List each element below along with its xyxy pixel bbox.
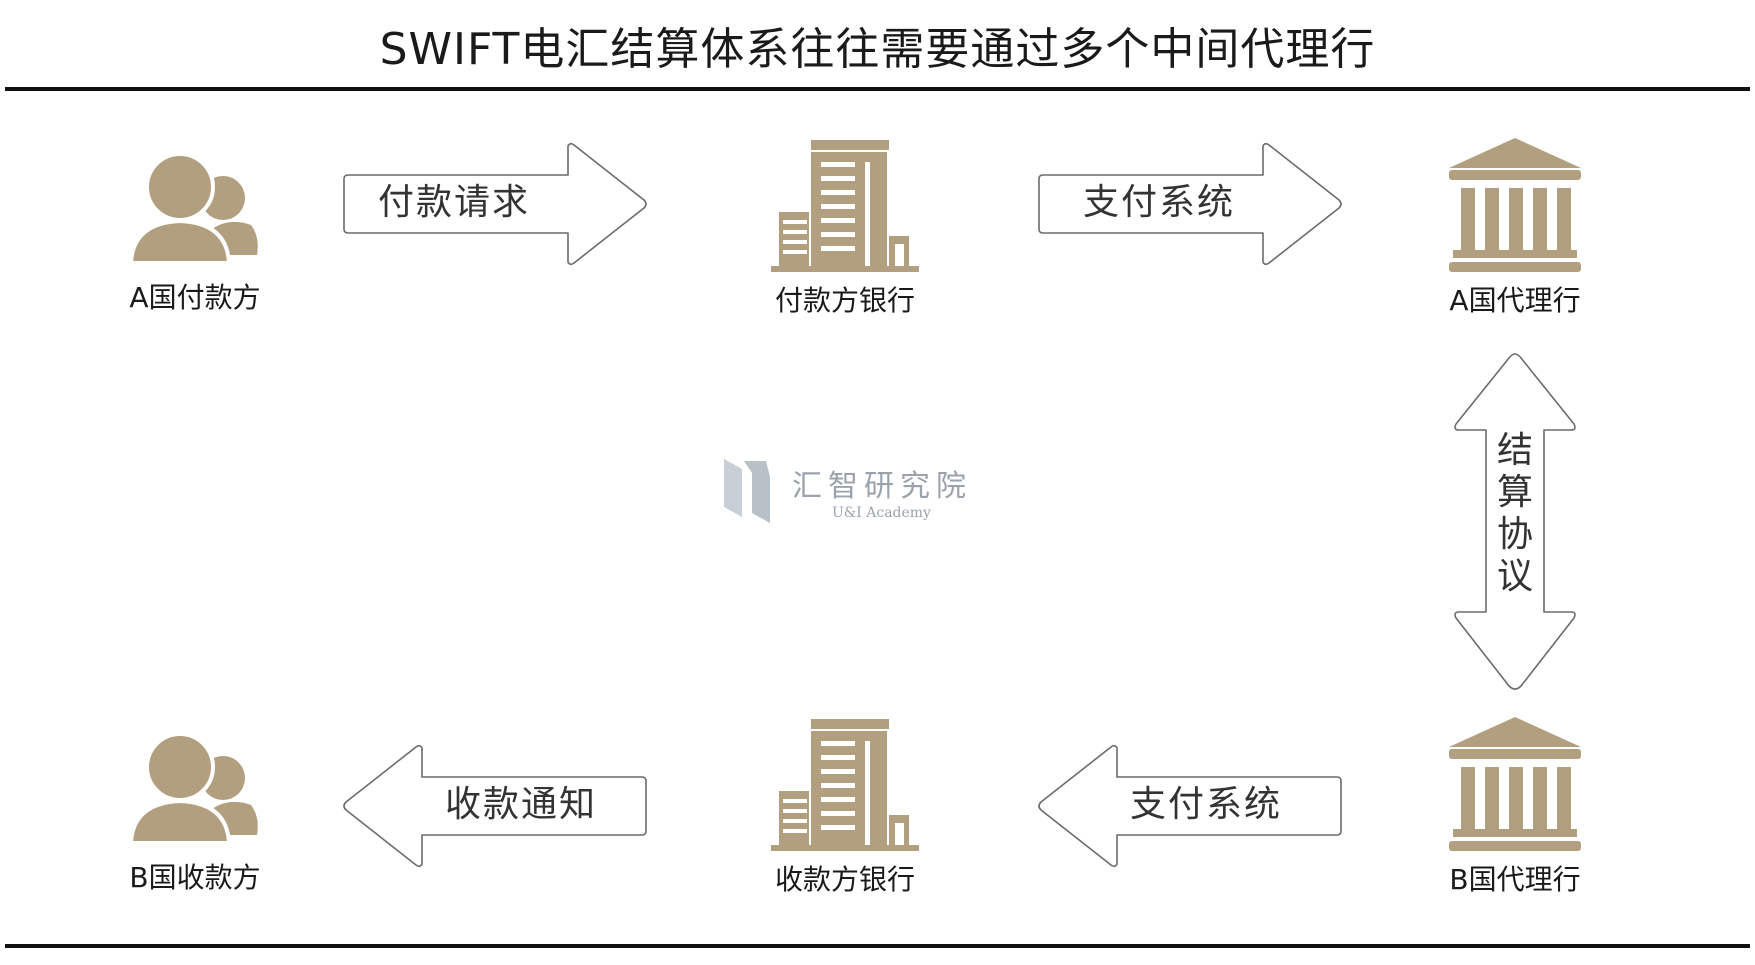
arrow-payment-system-bottom: 支付系统 [1035, 740, 1345, 872]
watermark-name-en: U&I Academy [832, 505, 931, 521]
node-agent-a: A国代理行 [1405, 138, 1625, 319]
watermark: 汇智研究院 U&I Academy [722, 455, 982, 525]
double-vertical-arrow-shape [1454, 353, 1576, 690]
arrow-label-char: 结 [1496, 430, 1533, 471]
arrow-label-char: 议 [1496, 556, 1533, 597]
node-payer-bank: 付款方银行 [735, 138, 955, 319]
node-agent-b: B国代理行 [1405, 717, 1625, 898]
watermark-name: 汇智研究院 [792, 469, 972, 504]
arrow-receipt-notice: 收款通知 [340, 740, 650, 872]
users-icon [128, 732, 258, 845]
node-label: A国代理行 [1449, 284, 1581, 317]
bottom-divider [5, 944, 1750, 948]
office-building-icon [771, 140, 919, 272]
top-divider [5, 87, 1750, 91]
bank-icon [1449, 717, 1581, 851]
users-icon [128, 152, 258, 265]
node-payee-bank: 收款方银行 [735, 717, 955, 898]
node-payer: A国付款方 [85, 145, 305, 316]
arrow-label-vertical: 结 算 协 议 [1493, 430, 1537, 598]
right-arrow-shape [343, 142, 647, 266]
right-arrow-shape [1038, 142, 1342, 266]
office-building-icon [771, 719, 919, 851]
page-title: SWIFT电汇结算体系往往需要通过多个中间代理行 [379, 24, 1376, 75]
node-label: 付款方银行 [774, 284, 915, 317]
arrow-payment-request: 付款请求 [340, 138, 650, 270]
node-payee: B国收款方 [85, 725, 305, 896]
node-label: 收款方银行 [774, 863, 915, 896]
arrow-label: 支付系统 [1130, 784, 1283, 825]
node-label: B国代理行 [1449, 863, 1581, 896]
arrow-label: 付款请求 [378, 182, 531, 223]
arrow-payment-system-top: 支付系统 [1035, 138, 1345, 270]
arrow-label: 支付系统 [1083, 182, 1236, 223]
node-label: A国付款方 [129, 281, 261, 314]
arrow-label-char: 算 [1496, 472, 1533, 513]
bank-icon [1449, 138, 1581, 272]
left-arrow-shape [343, 744, 647, 868]
watermark-logo-icon [724, 459, 770, 523]
left-arrow-shape [1038, 744, 1342, 868]
arrow-label: 收款通知 [445, 784, 598, 825]
node-label: B国收款方 [129, 861, 261, 894]
arrow-settlement-agreement: 结 算 协 议 [1450, 350, 1580, 695]
arrow-label-char: 协 [1496, 514, 1533, 555]
